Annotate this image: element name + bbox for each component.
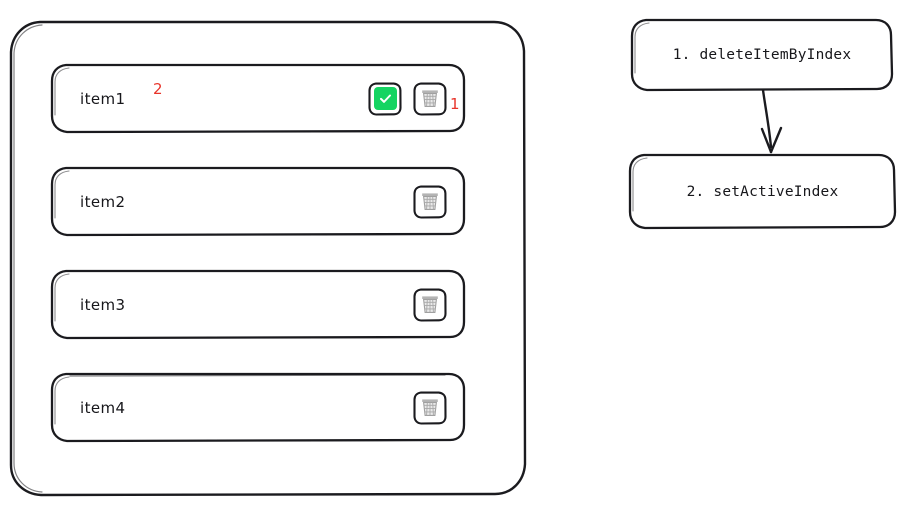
- trash-icon: [422, 296, 438, 313]
- list-item-label: item1: [80, 89, 126, 108]
- button-frame: [368, 81, 402, 116]
- button-frame: [413, 81, 447, 116]
- annotation-step-2: 2: [153, 80, 163, 98]
- delete-button[interactable]: [412, 81, 448, 117]
- list-item[interactable]: item2: [52, 168, 464, 235]
- button-frame: [413, 184, 447, 219]
- flow-step-1[interactable]: 1. deleteItemByIndex: [632, 20, 892, 90]
- flow-step-2-label: 2. setActiveIndex: [686, 183, 839, 200]
- button-frame: [413, 390, 447, 425]
- list-item-label: item4: [80, 398, 126, 417]
- list-item-actions: [367, 81, 448, 117]
- list-item[interactable]: item4: [52, 374, 464, 441]
- annotation-step-1: 1: [450, 95, 460, 113]
- list-item[interactable]: item1: [52, 65, 464, 132]
- trash-icon: [422, 90, 438, 107]
- delete-button[interactable]: [412, 184, 448, 220]
- list-item-label: item3: [80, 295, 126, 314]
- trash-icon: [422, 193, 438, 210]
- list-item-actions: [412, 287, 448, 323]
- flow-step-1-label: 1. deleteItemByIndex: [672, 47, 852, 63]
- delete-button[interactable]: [412, 287, 448, 323]
- confirm-button[interactable]: [367, 81, 403, 117]
- list-item-label: item2: [80, 192, 126, 211]
- check-icon: [373, 87, 397, 110]
- list-item-actions: [412, 184, 448, 220]
- button-frame: [413, 287, 447, 322]
- flow-step-2[interactable]: 2. setActiveIndex: [630, 155, 895, 228]
- delete-button[interactable]: [412, 390, 448, 426]
- list-item[interactable]: item3: [52, 271, 464, 338]
- trash-icon: [422, 399, 438, 416]
- list-item-actions: [412, 390, 448, 426]
